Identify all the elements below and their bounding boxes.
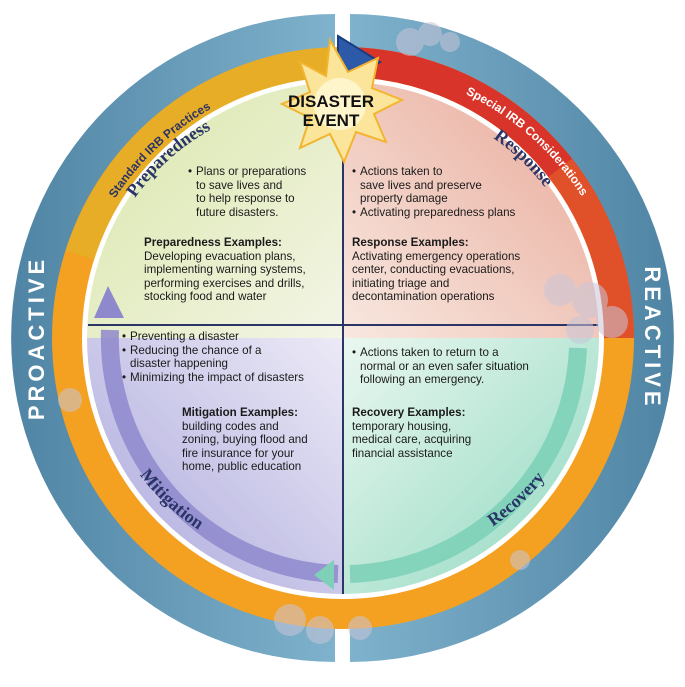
response-bullet: Activating preparedness plans	[352, 206, 557, 220]
bullet-line: Actions taken to	[360, 165, 443, 178]
recovery-quadrant	[343, 338, 599, 594]
bullet-line: Actions taken to return to a	[360, 346, 499, 359]
mitigation-examples: Mitigation Examples: building codes and …	[182, 398, 340, 474]
recovery-examples-title: Recovery Examples:	[352, 406, 466, 419]
bullet-line: future disasters.	[196, 205, 279, 219]
preparedness-bullet: Plans or preparations to save lives and …	[188, 165, 338, 219]
recovery-examples: Recovery Examples: temporary housing, me…	[352, 398, 552, 460]
reactive-ring	[350, 14, 674, 662]
example-line: fire insurance for your	[182, 446, 295, 460]
example-line: initiating triage and	[352, 276, 450, 290]
golden-left-arc	[65, 47, 344, 260]
bullet-line: normal or an even safer situation	[360, 359, 529, 373]
bullet-line: following an emergency.	[360, 373, 485, 387]
recovery-bullets: Actions taken to return to a normal or a…	[352, 346, 567, 387]
example-line: Activating emergency operations	[352, 249, 521, 263]
proactive-label: PROACTIVE	[24, 256, 49, 420]
preparedness-examples: Preparedness Examples: Developing evacua…	[144, 228, 339, 304]
example-line: home, public education	[182, 460, 302, 474]
response-examples: Response Examples: Activating emergency …	[352, 228, 562, 304]
mitigation-examples-title: Mitigation Examples:	[182, 406, 298, 419]
response-bullet: Actions taken to save lives and preserve…	[352, 165, 557, 206]
example-line: Developing evacuation plans,	[144, 249, 296, 263]
example-line: medical care, acquiring	[352, 433, 472, 447]
bullet-line: Reducing the chance of a	[130, 343, 262, 357]
example-line: implementing warning systems,	[144, 263, 306, 277]
example-line: stocking food and water	[144, 290, 267, 304]
example-line: center, conducting evacuations,	[352, 263, 515, 277]
bullet-line: Activating preparedness plans	[360, 205, 516, 219]
disaster-event-line-2: EVENT	[302, 111, 360, 130]
bullet-line: to save lives and	[196, 178, 283, 192]
preparedness-bullets: Plans or preparations to save lives and …	[188, 165, 338, 219]
response-bullets: Actions taken to save lives and preserve…	[352, 165, 557, 219]
response-examples-title: Response Examples:	[352, 236, 469, 249]
mitigation-arrowhead	[94, 286, 124, 318]
disaster-event-label: DISASTER EVENT	[276, 92, 386, 130]
bullet-line: Minimizing the impact of disasters	[130, 370, 304, 384]
example-line: building codes and	[182, 419, 279, 433]
bullet-line: to help response to	[196, 192, 295, 206]
mitigation-bullet: Minimizing the impact of disasters	[122, 371, 337, 385]
bullet-line: disaster happening	[130, 357, 228, 371]
mitigation-bullets: Preventing a disaster Reducing the chanc…	[122, 330, 337, 384]
mitigation-arrow	[100, 329, 339, 583]
recovery-arrowhead	[314, 560, 334, 590]
preparedness-examples-title: Preparedness Examples:	[144, 236, 282, 249]
explosion-icon	[279, 36, 405, 165]
recovery-arrow	[349, 347, 587, 583]
example-line: zoning, buying flood and	[182, 433, 308, 447]
reactive-label: REACTIVE	[640, 266, 665, 409]
smoke-cloud-icon	[58, 22, 628, 644]
example-line: financial assistance	[352, 446, 453, 460]
mitigation-bullet: Reducing the chance of a disaster happen…	[122, 344, 337, 371]
recovery-bullet: Actions taken to return to a normal or a…	[352, 346, 567, 387]
bullet-line: Plans or preparations	[196, 165, 307, 178]
bullet-line: property damage	[360, 192, 448, 206]
example-line: decontamination operations	[352, 290, 495, 304]
example-line: temporary housing,	[352, 419, 452, 433]
mitigation-quadrant	[87, 338, 343, 594]
bullet-line: save lives and preserve	[360, 178, 482, 192]
mitigation-bullet: Preventing a disaster	[122, 330, 337, 344]
disaster-event-line-1: DISASTER	[288, 92, 374, 111]
proactive-ring	[11, 14, 335, 662]
bullet-line: Preventing a disaster	[130, 330, 239, 343]
example-line: performing exercises and drills,	[144, 276, 305, 290]
